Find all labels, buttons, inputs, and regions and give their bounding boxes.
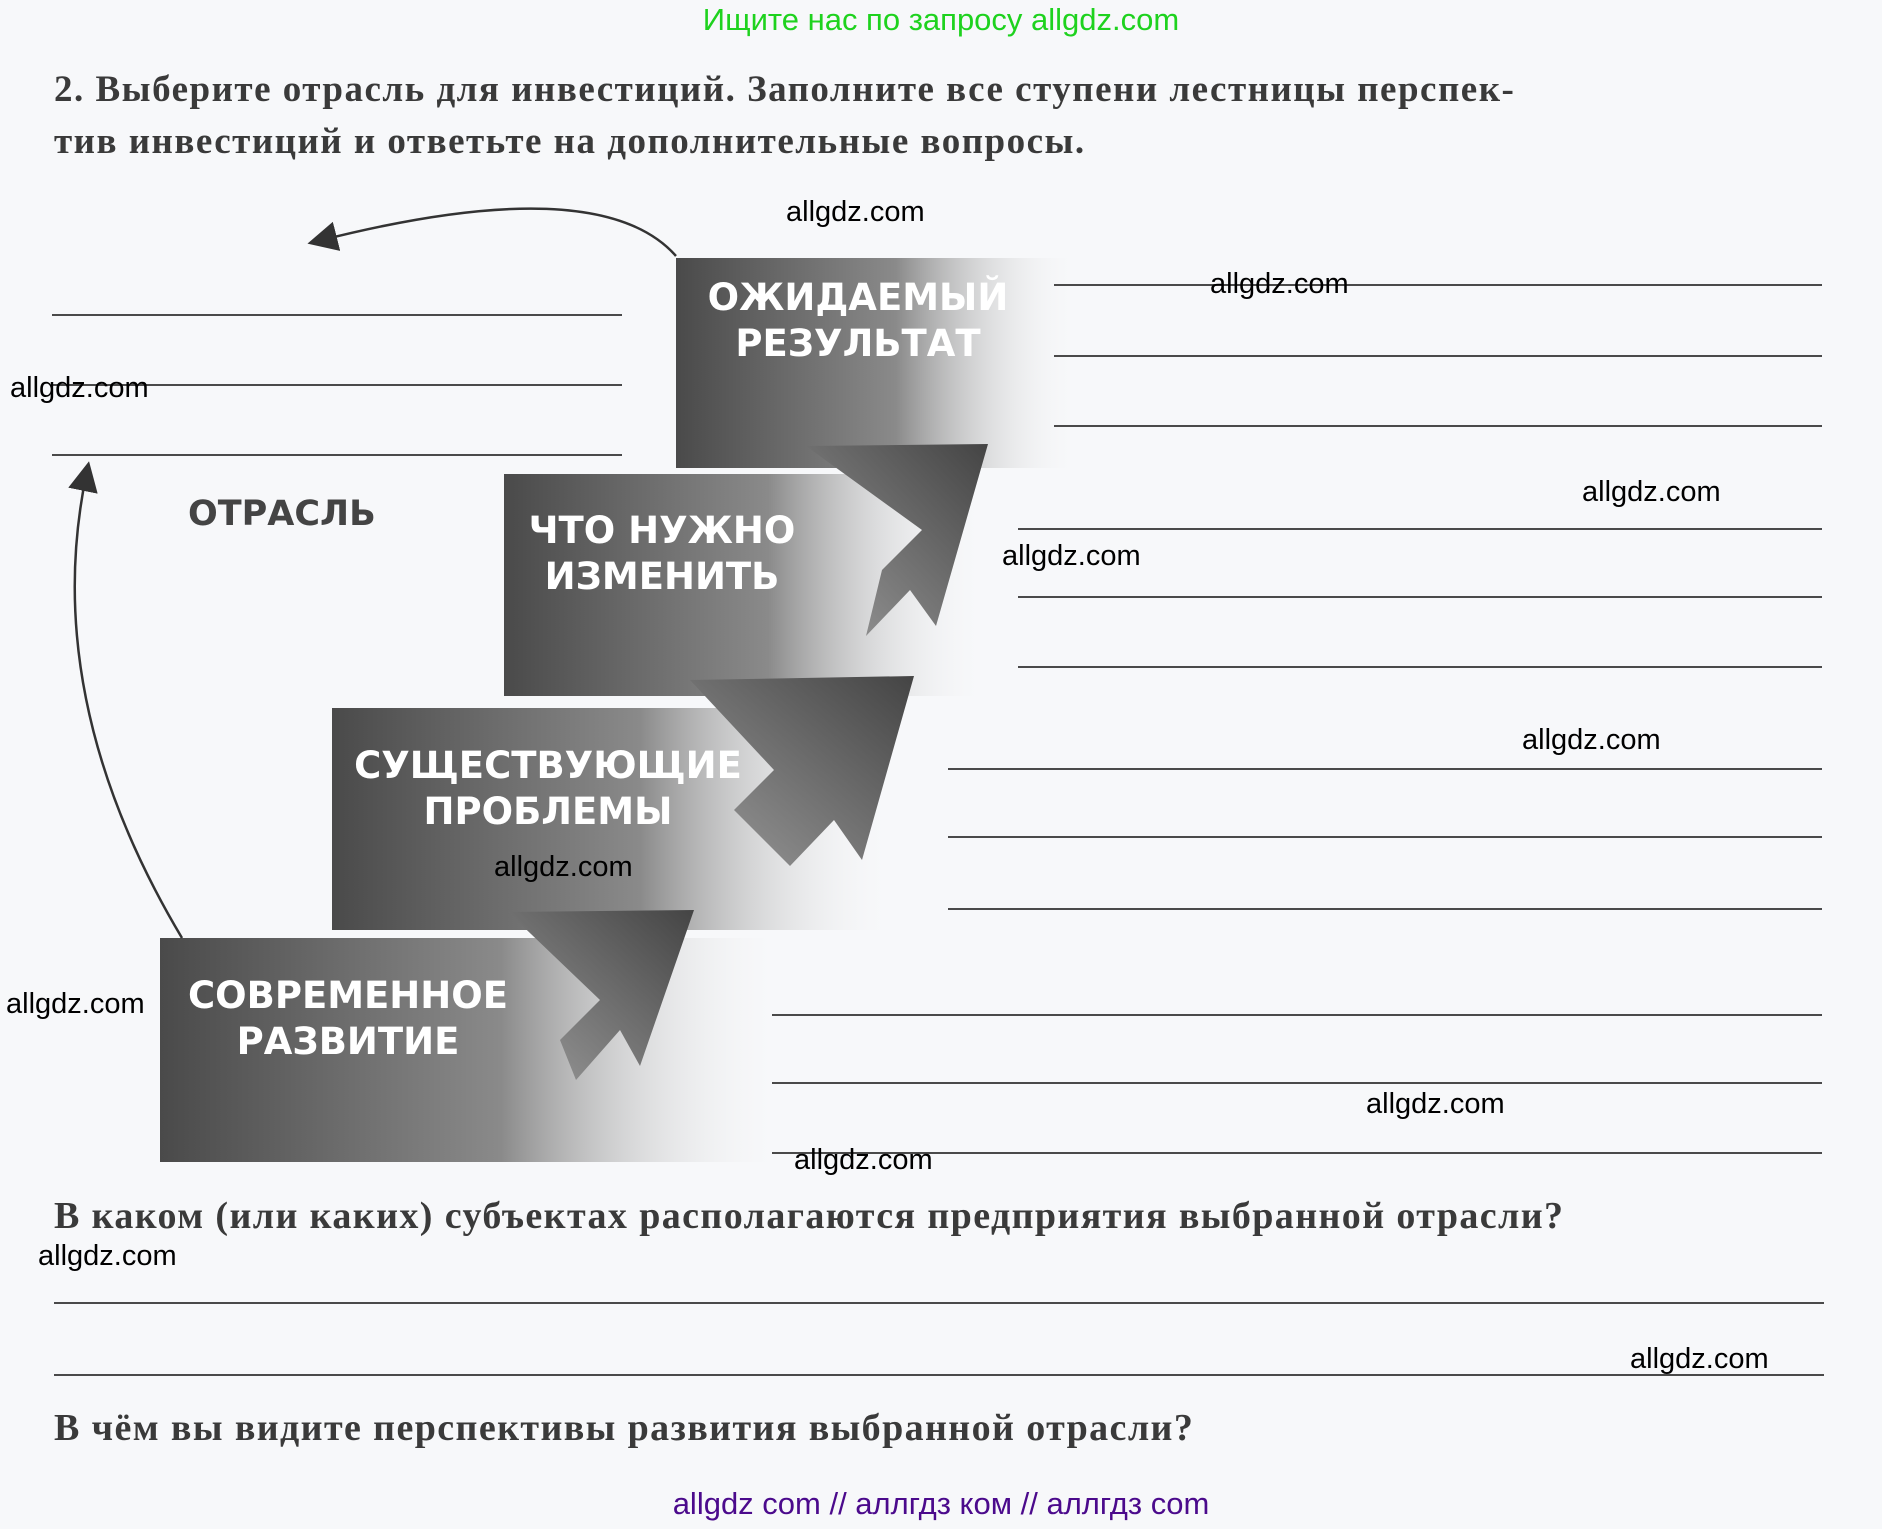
- answer-line[interactable]: [52, 314, 622, 316]
- watermark: allgdz.com: [1210, 268, 1349, 300]
- answer-line[interactable]: [772, 1082, 1822, 1084]
- answer-line[interactable]: [54, 1302, 1824, 1304]
- watermark: allgdz.com: [6, 988, 145, 1020]
- footer-watermark: allgdz com // аллгдз ком // аллгдз com: [672, 1486, 1210, 1521]
- answer-line[interactable]: [54, 1374, 1824, 1376]
- industry-label: ОТРАСЛЬ: [188, 494, 376, 534]
- answer-line[interactable]: [948, 836, 1822, 838]
- answer-line[interactable]: [1018, 666, 1822, 668]
- curved-arrow-left: [68, 461, 184, 939]
- curved-arrow-top: [307, 207, 677, 257]
- step-arrow-1: [508, 910, 694, 1080]
- answer-line[interactable]: [1054, 425, 1822, 427]
- task-text-line1: 2. Выберите отрасль для инвестиций. Запо…: [54, 69, 1516, 110]
- answer-line[interactable]: [948, 768, 1822, 770]
- answer-line[interactable]: [1018, 528, 1822, 530]
- answer-line[interactable]: [52, 384, 622, 386]
- watermark: allgdz.com: [1366, 1088, 1505, 1120]
- watermark: allgdz.com: [494, 851, 633, 883]
- watermark: allgdz.com: [794, 1144, 933, 1176]
- step-arrow-2: [690, 676, 914, 866]
- answer-line[interactable]: [948, 908, 1822, 910]
- search-banner: Ищите нас по запросу allgdz.com: [702, 2, 1180, 37]
- step-box-4: [676, 258, 1076, 468]
- watermark: allgdz.com: [1630, 1343, 1769, 1375]
- answer-line[interactable]: [772, 1014, 1822, 1016]
- task-text-line2: тив инвестиций и ответьте на дополнитель…: [54, 121, 1086, 162]
- watermark: allgdz.com: [38, 1240, 177, 1272]
- watermark: allgdz.com: [10, 372, 149, 404]
- step-arrow-3: [806, 444, 988, 636]
- watermark: allgdz.com: [786, 196, 925, 228]
- answer-line[interactable]: [52, 454, 622, 456]
- step-box-1: [160, 938, 780, 1162]
- watermark: allgdz.com: [1582, 476, 1721, 508]
- watermark: allgdz.com: [1002, 540, 1141, 572]
- answer-line[interactable]: [1054, 355, 1822, 357]
- question-2: В чём вы видите перспективы развития выб…: [54, 1407, 1195, 1449]
- answer-line[interactable]: [1054, 284, 1822, 286]
- watermark: allgdz.com: [1522, 724, 1661, 756]
- answer-line[interactable]: [1018, 596, 1822, 598]
- question-1: В каком (или каких) субъектах располагаю…: [54, 1195, 1565, 1237]
- answer-line[interactable]: [772, 1152, 1822, 1154]
